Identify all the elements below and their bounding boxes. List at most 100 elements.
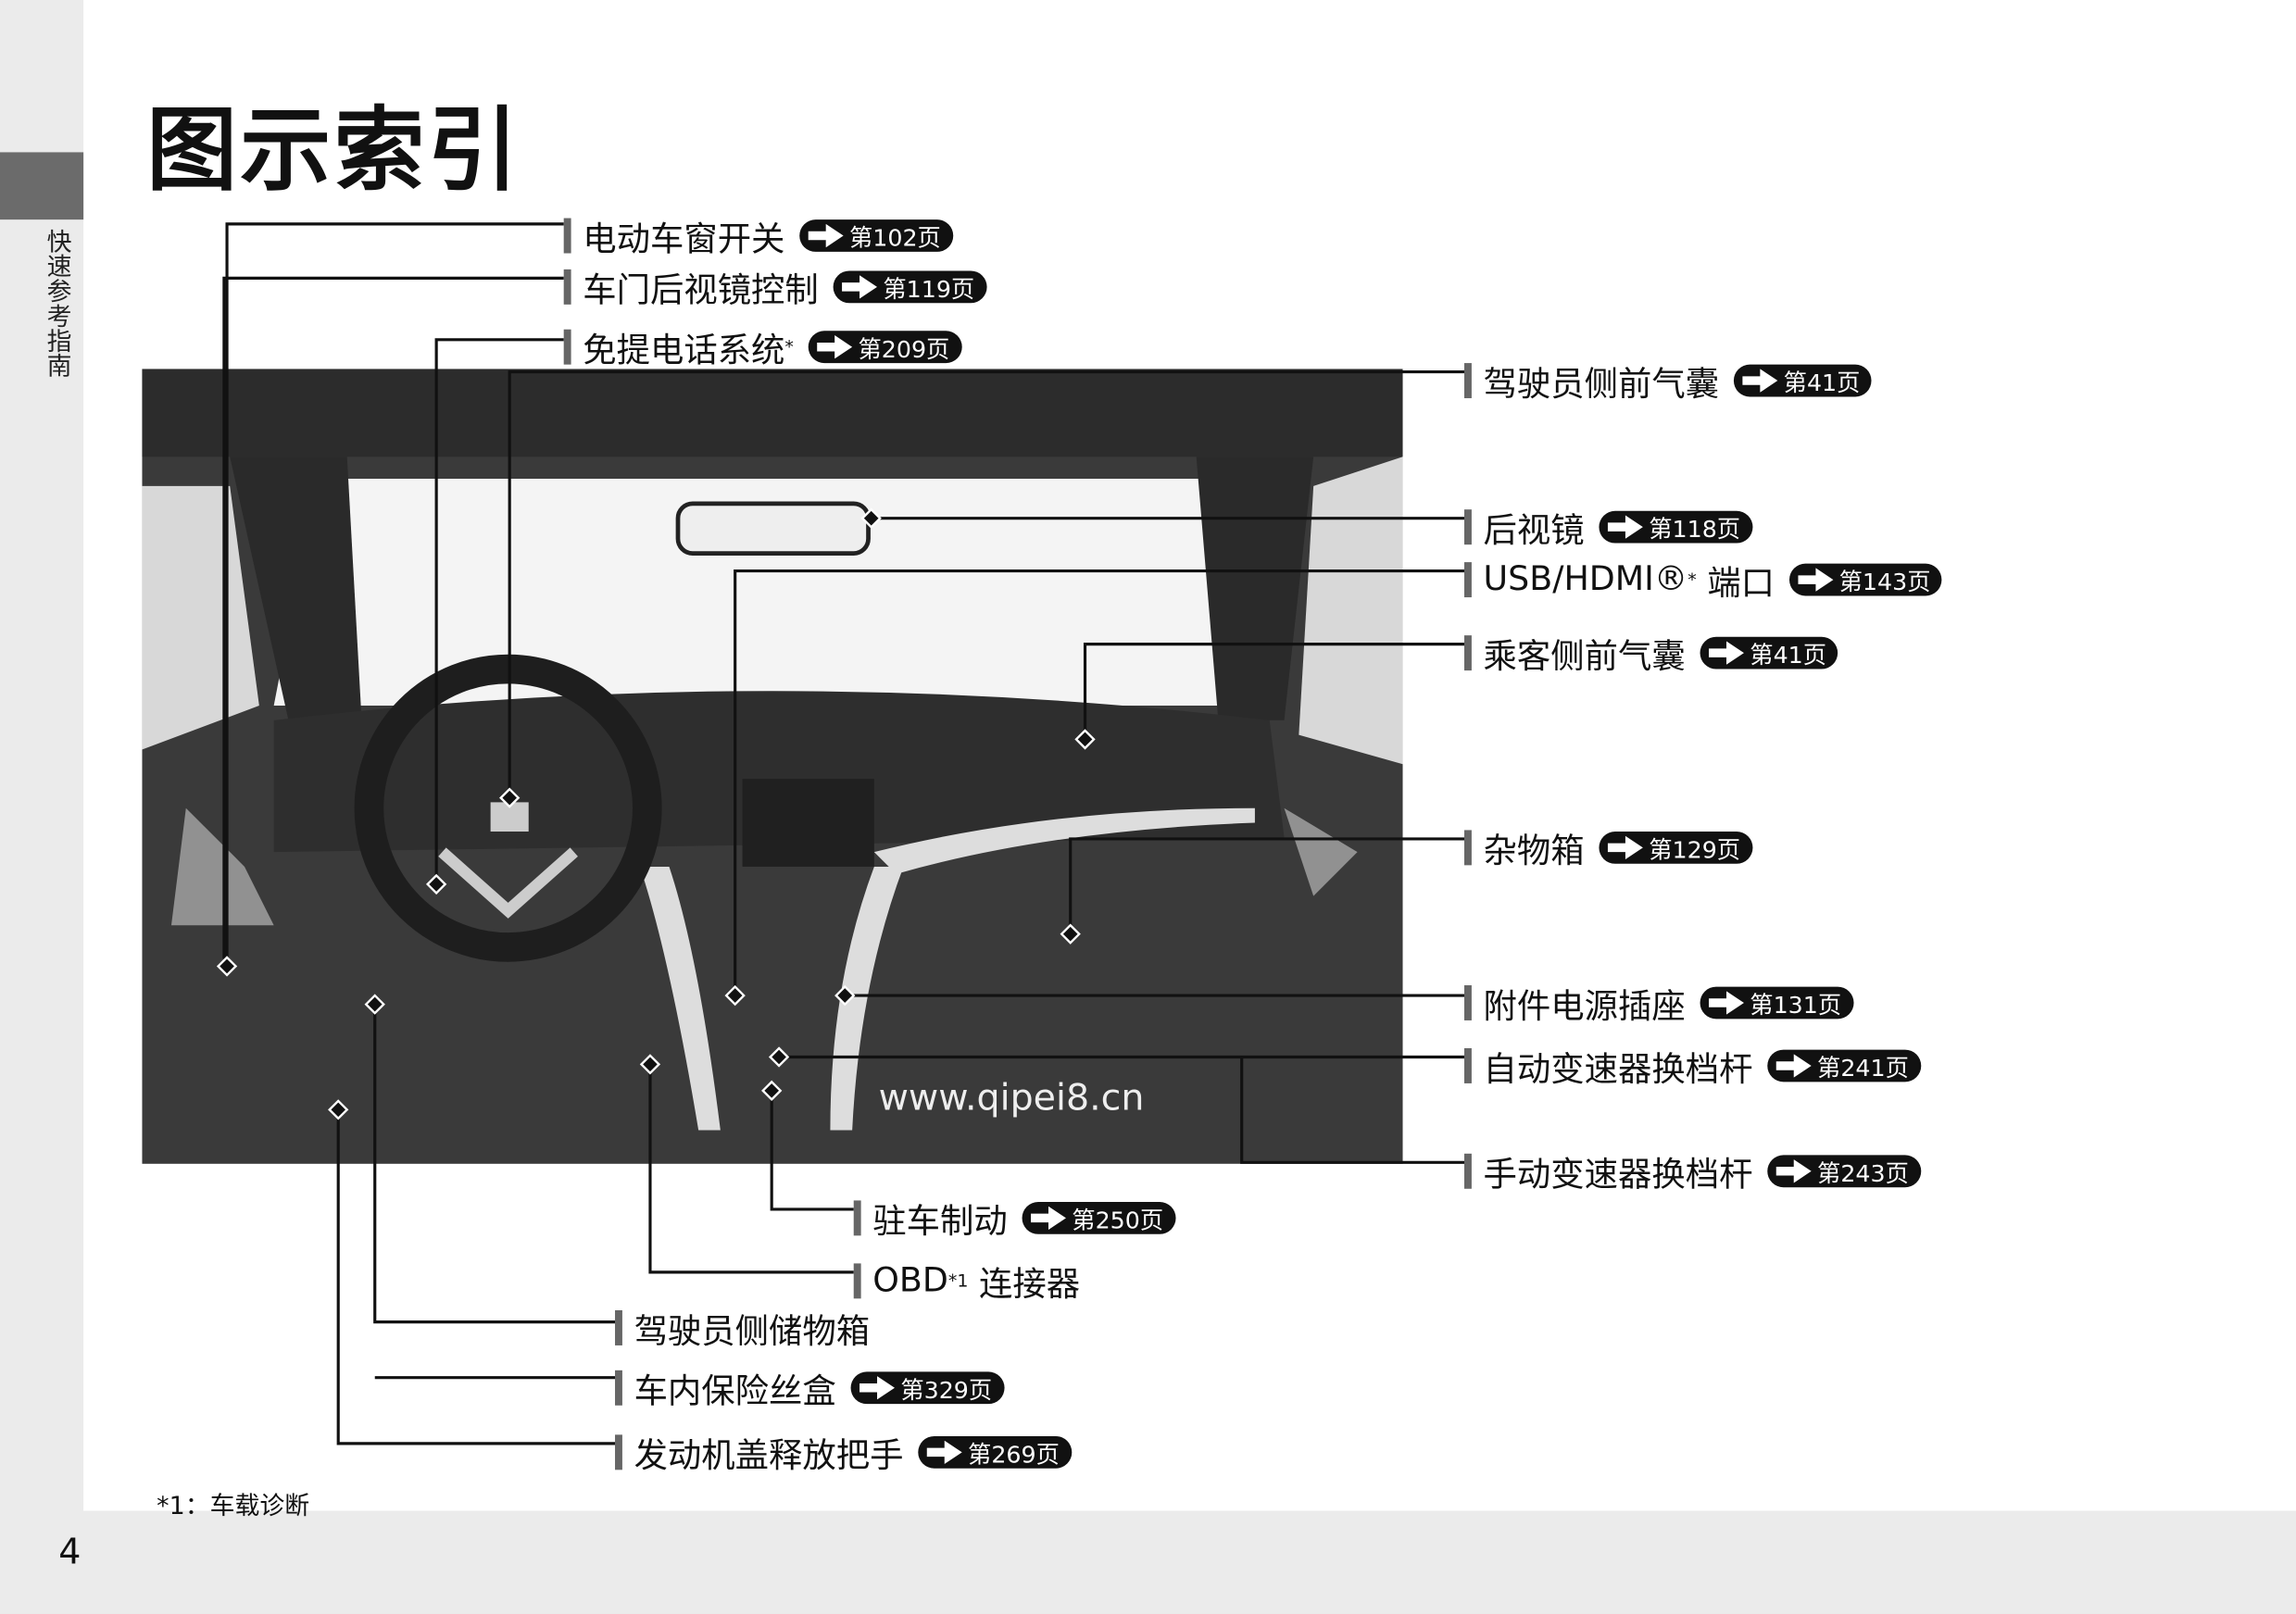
- page-reference-link[interactable]: 第269页: [918, 1435, 1072, 1469]
- callout-label-suffix: 连接器: [968, 1266, 1081, 1305]
- callout-bar: [1464, 1153, 1472, 1189]
- callout-door-mirror-control: 车门后视镜控制 第119页: [563, 267, 986, 310]
- dashboard-photo: [142, 369, 1403, 1164]
- watermark: www.qipei8.cn: [878, 1076, 1145, 1119]
- callout-label-suffix: 端口: [1696, 565, 1775, 604]
- page-reference-link[interactable]: 第143页: [1788, 563, 1943, 596]
- callout-accessory-power-socket: 附件电源插座 第131页: [1464, 982, 1853, 1026]
- page-reference-link[interactable]: 第250页: [1022, 1202, 1175, 1234]
- callout-label: 车门后视镜控制: [583, 272, 819, 311]
- page-reference-text: 第119页: [883, 275, 975, 304]
- arrow-right-icon: [1607, 515, 1643, 539]
- callout-label: 乘客侧前气囊: [1483, 638, 1686, 677]
- page-reference-text: 第41页: [1783, 369, 1861, 397]
- callout-bar: [1464, 562, 1472, 598]
- callout-rearview-mirror: 后视镜 第118页: [1464, 507, 1752, 550]
- callout-label: 电动车窗开关: [583, 220, 785, 259]
- arrow-right-icon: [1798, 568, 1834, 592]
- callout-bar: [1464, 363, 1472, 399]
- callout-label: 驾驶员侧储物箱: [634, 1313, 871, 1352]
- callout-label: USB/HDMI®: [1483, 560, 1688, 599]
- callout-label: 驻车制动: [872, 1203, 1008, 1242]
- arrow-right-icon: [1775, 1054, 1812, 1078]
- page-number: 4: [58, 1531, 82, 1572]
- page-reference-text: 第129页: [1649, 835, 1741, 864]
- page-reference-text: 第269页: [968, 1440, 1060, 1469]
- callout-bar: [615, 1370, 622, 1406]
- page-reference-link[interactable]: 第102页: [799, 219, 953, 252]
- callout-hood-release-handle: 发动机盖释放把手 第269页: [615, 1432, 1072, 1476]
- callout-bar: [615, 1434, 622, 1470]
- callout-label: 发动机盖释放把手: [634, 1437, 904, 1476]
- callout-label: 后视镜: [1483, 512, 1585, 551]
- page-reference-text: 第41页: [1750, 641, 1827, 669]
- callout-label: 驾驶员侧前气囊: [1483, 366, 1720, 405]
- page-reference-link[interactable]: 第329页: [850, 1371, 1004, 1405]
- callout-bar: [853, 1263, 861, 1299]
- callout-automatic-shift-lever: 自动变速器换档杆 第241页: [1464, 1045, 1921, 1089]
- callout-bar: [563, 329, 571, 365]
- page-reference-link[interactable]: 第129页: [1599, 832, 1752, 864]
- callout-label: 免提电话系统: [583, 332, 785, 370]
- callout-label: 附件电源插座: [1483, 988, 1686, 1027]
- callout-bar: [853, 1200, 861, 1236]
- page-reference-link[interactable]: 第118页: [1599, 510, 1752, 544]
- callout-bar: [563, 218, 571, 254]
- page-reference-text: 第102页: [848, 223, 941, 252]
- arrow-right-icon: [1709, 991, 1744, 1015]
- callout-glove-box: 杂物箱第129页: [1464, 827, 1752, 871]
- callout-bar: [1464, 830, 1472, 866]
- footnote-mark: *: [784, 336, 794, 357]
- footnote-mark: *: [1687, 569, 1697, 591]
- page-reference-text: 第241页: [1817, 1054, 1909, 1082]
- page-reference-link[interactable]: 第131页: [1700, 986, 1853, 1020]
- arrow-right-icon: [1775, 1159, 1812, 1183]
- callout-interior-fuse-box: 车内保险丝盒 第329页: [615, 1368, 1004, 1411]
- callout-label: 自动变速器换档杆: [1483, 1051, 1753, 1090]
- callout-bar: [1464, 635, 1472, 671]
- callout-label: OBD: [872, 1261, 948, 1300]
- page-reference-text: 第329页: [900, 1376, 993, 1405]
- page-reference-text: 第143页: [1838, 568, 1931, 596]
- page-reference-text: 第131页: [1750, 991, 1842, 1020]
- callout-bar: [1464, 1047, 1472, 1083]
- callout-driver-front-airbag: 驾驶员侧前气囊 第41页: [1464, 360, 1873, 404]
- arrow-right-icon: [842, 275, 878, 299]
- section-tab: [0, 152, 84, 220]
- page-title: 图示索引: [146, 96, 521, 204]
- callout-usb-hdmi-port: USB/HDMI®* 端口 第143页: [1464, 559, 1943, 603]
- callout-bar: [563, 269, 571, 305]
- callout-manual-shift-lever: 手动变速器换档杆 第243页: [1464, 1151, 1921, 1195]
- arrow-right-icon: [1742, 369, 1778, 393]
- page-reference-link[interactable]: 第241页: [1767, 1049, 1921, 1082]
- footnote-mark: *1: [947, 1270, 969, 1292]
- page-reference-link[interactable]: 第243页: [1767, 1155, 1921, 1188]
- callout-parking-brake: 驻车制动 第250页: [853, 1197, 1175, 1242]
- callout-passenger-front-airbag: 乘客侧前气囊 第41页: [1464, 632, 1838, 676]
- callout-driver-storage-box: 驾驶员侧储物箱: [615, 1307, 870, 1351]
- callout-label: 手动变速器换档杆: [1483, 1156, 1753, 1195]
- callout-handsfree-phone: 免提电话系统* 第209页: [563, 327, 962, 370]
- callout-bar: [615, 1309, 622, 1345]
- page-reference-link[interactable]: 第209页: [808, 331, 962, 364]
- callout-power-window-switch: 电动车窗开关 第102页: [563, 215, 953, 259]
- page-reference-text: 第243页: [1817, 1159, 1909, 1188]
- page-reference-text: 第118页: [1649, 515, 1741, 544]
- callout-label: 车内保险丝盒: [634, 1372, 836, 1412]
- callout-bar: [1464, 985, 1472, 1020]
- arrow-right-icon: [926, 1440, 962, 1464]
- page-reference-link[interactable]: 第119页: [833, 270, 986, 304]
- page-reference-text: 第250页: [1072, 1206, 1164, 1234]
- arrow-right-icon: [808, 223, 844, 248]
- arrow-right-icon: [1031, 1206, 1066, 1231]
- arrow-right-icon: [1607, 835, 1643, 860]
- page-reference-text: 第209页: [858, 335, 950, 364]
- page-reference-link[interactable]: 第41页: [1700, 636, 1838, 669]
- page-reference-link[interactable]: 第41页: [1733, 364, 1873, 397]
- arrow-right-icon: [1709, 641, 1744, 665]
- arrow-right-icon: [817, 335, 853, 359]
- footnote: *1：车载诊断: [157, 1492, 310, 1521]
- section-label: 快速参考指南: [41, 228, 70, 378]
